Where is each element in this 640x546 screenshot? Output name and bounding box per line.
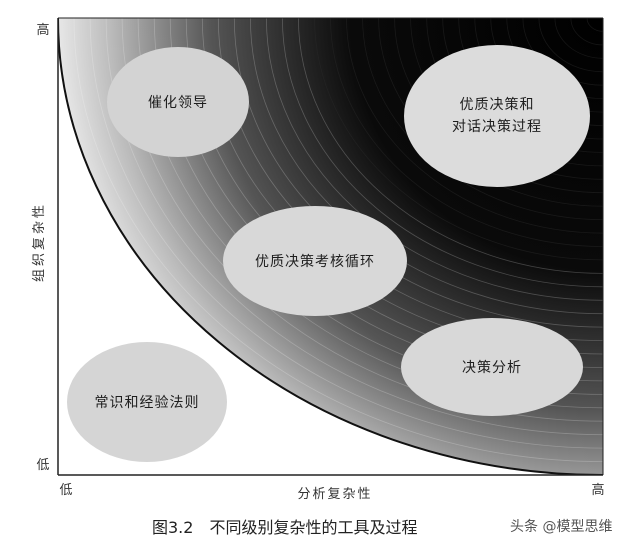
figure-title: 不同级别复杂性的工具及过程 (209, 518, 418, 537)
y-axis-label: 组织复杂性 (32, 202, 47, 282)
region-label-line-1: 优质决策和 (460, 96, 535, 113)
complexity-diagram: 高 低 组织复杂性 低 分析复杂性 高 催化领导 优质决策和 对话决策过程 优质… (32, 17, 605, 502)
y-axis-low-label: 低 (36, 458, 49, 473)
region-ellipse (67, 342, 227, 462)
region-ellipse (223, 206, 407, 316)
region-label: 常识和经验法则 (95, 395, 200, 411)
x-axis-low-label: 低 (59, 483, 72, 498)
region-decision-analysis: 决策分析 (401, 318, 583, 416)
region-common-sense-rules: 常识和经验法则 (67, 342, 227, 462)
boundary-curve (58, 18, 603, 475)
region-label: 决策分析 (462, 359, 522, 376)
region-quality-decision-dialogue: 优质决策和 对话决策过程 (404, 45, 590, 187)
x-axis-label: 分析复杂性 (297, 487, 372, 502)
region-ellipse (404, 45, 590, 187)
y-axis-high-label: 高 (36, 22, 49, 38)
x-axis-high-label: 高 (591, 482, 604, 498)
figure-caption: 图3.2 不同级别复杂性的工具及过程 (152, 514, 417, 538)
region-catalytic-leadership: 催化领导 (107, 47, 249, 157)
region-ellipse (401, 318, 583, 416)
source-watermark: 头条 @模型思维 (510, 519, 613, 535)
region-label: 优质决策考核循环 (255, 253, 375, 270)
region-quality-decision-review-cycle: 优质决策考核循环 (223, 206, 407, 316)
figure-number: 图3.2 (152, 518, 194, 537)
region-ellipse (107, 47, 249, 157)
region-label-line-2: 对话决策过程 (452, 118, 542, 135)
region-label: 催化领导 (148, 95, 208, 111)
